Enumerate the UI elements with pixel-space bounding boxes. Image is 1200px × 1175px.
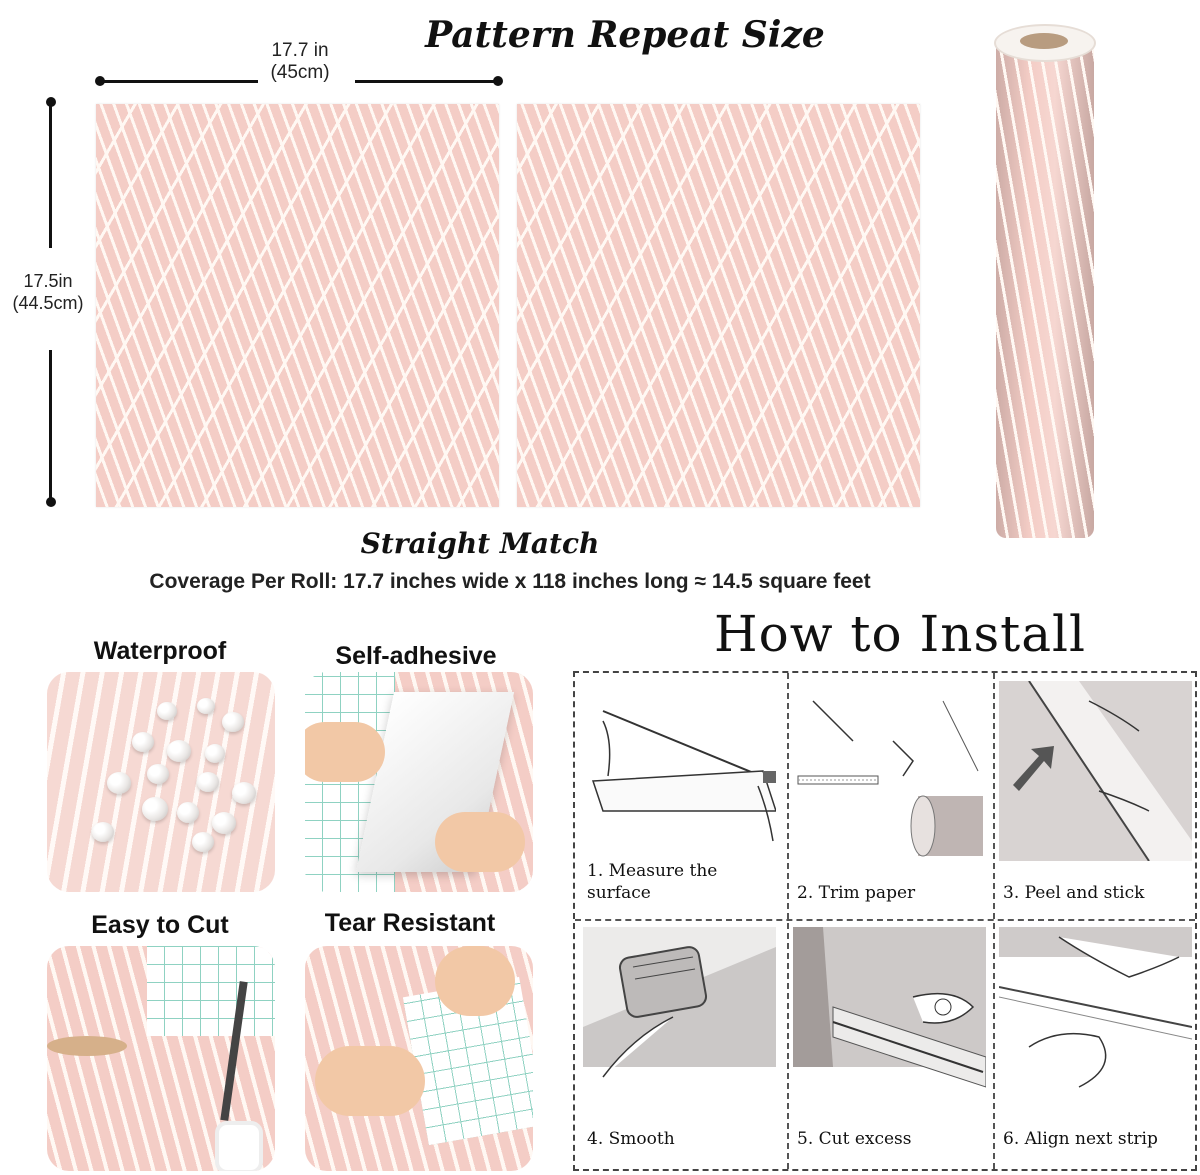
align-strip-illustration [999,927,1192,1088]
coverage-info: Coverage Per Roll: 17.7 inches wide x 11… [149,570,871,593]
smooth-illustration [583,927,776,1078]
feature-easy-to-cut-label: Easy to Cut [91,911,229,939]
hand [315,1046,425,1116]
width-label: 17.7 in (45cm) [240,40,360,84]
install-step-5: 5. Cut excess [787,921,992,1168]
width-dimension-line [355,80,498,83]
width-cm: (45cm) [270,62,330,83]
dimension-endpoint [46,497,56,507]
step-1-label: 1. Measure the surface [587,861,718,903]
step-6-label: 6. Align next strip [1003,1129,1158,1149]
height-cm: (44.5cm) [12,293,84,313]
height-dimension-line [49,350,52,500]
measure-illustration [591,710,776,842]
wallpaper-roll [990,20,1100,540]
easy-to-cut-image [47,946,275,1171]
install-step-4: 4. Smooth [577,921,782,1168]
height-inches: 17.5in [23,271,73,291]
page-title: Pattern Repeat Size [425,14,825,56]
roll-body [996,38,1094,538]
step-2-label: 2. Trim paper [797,883,916,903]
roll-core [1020,33,1068,49]
self-adhesive-image [305,672,533,892]
hand [435,946,515,1016]
match-type: Straight Match [360,527,600,560]
width-dimension-line [100,80,258,83]
tear-resistant-image [305,946,533,1171]
waterproof-image [47,672,275,892]
peel-stick-illustration [999,681,1192,861]
step-3-label: 3. Peel and stick [1003,883,1145,903]
feature-self-adhesive-label: Self-adhesive [335,642,497,670]
hand [435,812,525,872]
cut-excess-illustration [793,927,986,1088]
install-step-2: 2. Trim paper [787,675,992,922]
install-title: How to Install [714,605,1086,663]
trim-illustration [797,700,983,857]
install-step-6: 6. Align next strip [993,921,1198,1168]
feature-tear-resistant-label: Tear Resistant [324,909,496,937]
roll-core [47,1036,127,1056]
pattern-swatch-right [517,104,920,507]
step-4-label: 4. Smooth [587,1129,675,1149]
install-steps-grid: 1. Measure the surface 2. Trim paper 3. … [573,671,1197,1171]
feature-waterproof-label: Waterproof [93,637,227,665]
step-5-label: 5. Cut excess [797,1129,912,1149]
install-step-3: 3. Peel and stick [993,675,1198,922]
width-inches: 17.7 in [271,40,329,61]
height-dimension-line [49,102,52,248]
pattern-swatch-left [96,104,499,507]
hand [305,722,385,782]
dimension-endpoint [493,76,503,86]
install-step-1: 1. Measure the surface [577,675,782,922]
height-label: 17.5in (44.5cm) [0,270,96,314]
